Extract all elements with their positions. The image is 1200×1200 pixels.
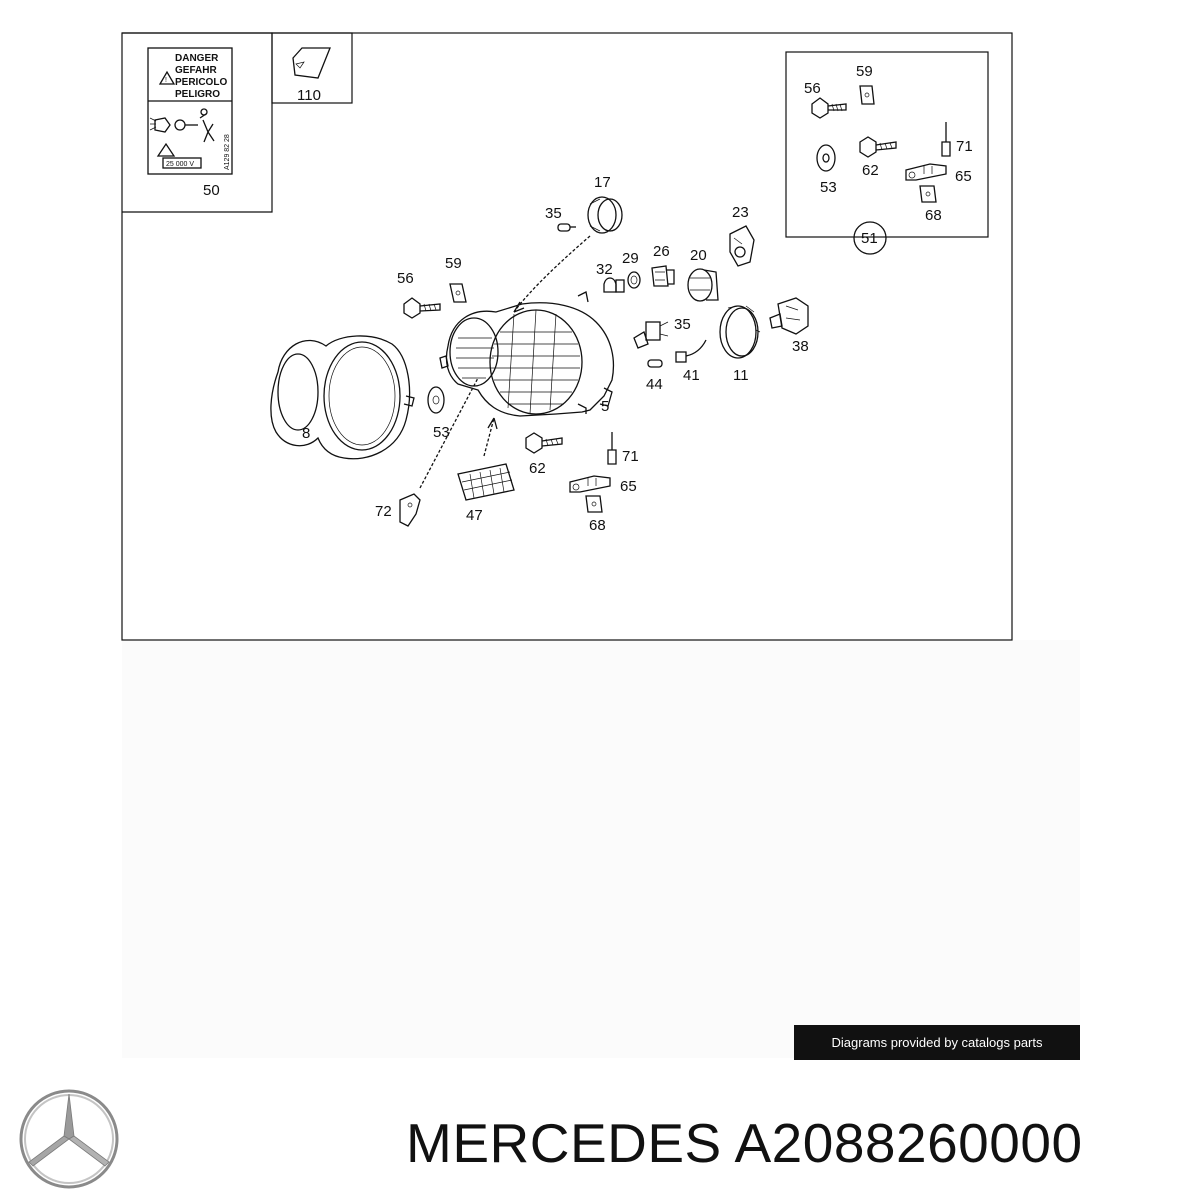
mounting-bracket-icon — [399, 493, 421, 527]
bracket-icon — [569, 475, 611, 493]
svg-text:!: ! — [165, 77, 167, 84]
diagram-background — [122, 640, 1080, 1058]
leader-line-47 — [483, 417, 495, 457]
seal-ring-icon — [627, 271, 641, 289]
callout-59b: 59 — [856, 63, 873, 80]
callout-110: 110 — [297, 87, 321, 104]
callout-50: 50 — [203, 182, 220, 199]
pin-icon — [941, 122, 951, 157]
callout-51-circle — [853, 221, 887, 255]
pin-icon — [607, 432, 617, 465]
warning-line-1: DANGER — [175, 53, 219, 64]
bolt-icon — [525, 432, 563, 454]
callout-72: 72 — [375, 503, 392, 520]
callout-5: 5 — [601, 398, 609, 415]
bolt-icon — [859, 136, 897, 158]
callout-68b: 68 — [925, 207, 942, 224]
callout-29: 29 — [622, 250, 639, 267]
mercedes-star-icon — [19, 1089, 119, 1189]
callout-23: 23 — [732, 204, 749, 221]
part-110-box — [271, 32, 353, 104]
hardware-kit-box — [785, 51, 989, 238]
callout-51: 51 — [861, 230, 878, 247]
cap-bulb-icon — [769, 297, 809, 335]
callout-53b: 53 — [820, 179, 837, 196]
washer-icon — [816, 144, 836, 172]
callout-26: 26 — [653, 243, 670, 260]
callout-65b: 65 — [955, 168, 972, 185]
indicator-bulb-icon — [647, 359, 663, 368]
headlight-bulb-icon — [633, 321, 669, 349]
small-bulb-icon — [557, 223, 576, 232]
lamp-socket-icon — [651, 265, 675, 287]
diagram-frame — [121, 32, 1013, 641]
callout-68a: 68 — [589, 517, 606, 534]
wired-socket-icon — [675, 339, 707, 363]
credit-banner: Diagrams provided by catalogs parts — [794, 1025, 1080, 1060]
washer-icon — [427, 386, 445, 414]
callout-53a: 53 — [433, 424, 450, 441]
side-marker-lens-icon — [457, 463, 515, 501]
warning-line-3: PERICOLO — [175, 77, 227, 88]
control-module-icon — [729, 225, 755, 267]
retaining-ring-icon — [719, 305, 761, 359]
callout-62a: 62 — [529, 460, 546, 477]
callout-20: 20 — [690, 247, 707, 264]
nut-icon — [585, 495, 603, 513]
clip-icon — [449, 283, 467, 303]
leader-line-72 — [419, 377, 479, 489]
warning-label-icon: ! DANGER GEFAHR PERICOLO PELIGRO 25 000 … — [147, 47, 233, 175]
callout-47: 47 — [466, 507, 483, 524]
callout-44: 44 — [646, 376, 663, 393]
callout-56b: 56 — [804, 80, 821, 97]
callout-32: 32 — [596, 261, 613, 278]
part-110-icon — [292, 47, 331, 79]
brand-part-number: MERCEDES A2088260000 — [406, 1112, 1083, 1174]
callout-65a: 65 — [620, 478, 637, 495]
warning-line-4: PELIGRO — [175, 89, 220, 100]
callout-62b: 62 — [862, 162, 879, 179]
warning-line-2: GEFAHR — [175, 65, 217, 76]
callout-59a: 59 — [445, 255, 462, 272]
bracket-icon — [905, 163, 947, 181]
voltage-label: 25 000 V — [166, 161, 194, 168]
callout-8: 8 — [302, 425, 310, 442]
screw-icon — [811, 97, 847, 119]
label-code: A129 82 28 — [224, 134, 231, 170]
callout-35a: 35 — [545, 205, 562, 222]
warning-label-box — [122, 32, 273, 213]
callout-56a: 56 — [397, 270, 414, 287]
clip-icon — [859, 85, 875, 105]
nut-icon — [919, 185, 937, 203]
callout-35b: 35 — [674, 316, 691, 333]
bulb-holder-icon — [687, 268, 719, 302]
bulb-socket-icon — [587, 196, 623, 234]
screw-icon — [403, 297, 441, 319]
callout-11: 11 — [733, 367, 749, 384]
callout-71a: 71 — [622, 448, 639, 465]
leader-line-17 — [513, 235, 591, 313]
callout-17: 17 — [594, 174, 611, 191]
bulb-icon — [603, 277, 625, 293]
callout-38: 38 — [792, 338, 809, 355]
callout-71b: 71 — [956, 138, 973, 155]
headlamp-bezel-icon — [270, 335, 415, 460]
callout-41: 41 — [683, 367, 700, 384]
headlamp-housing-icon — [439, 291, 615, 417]
